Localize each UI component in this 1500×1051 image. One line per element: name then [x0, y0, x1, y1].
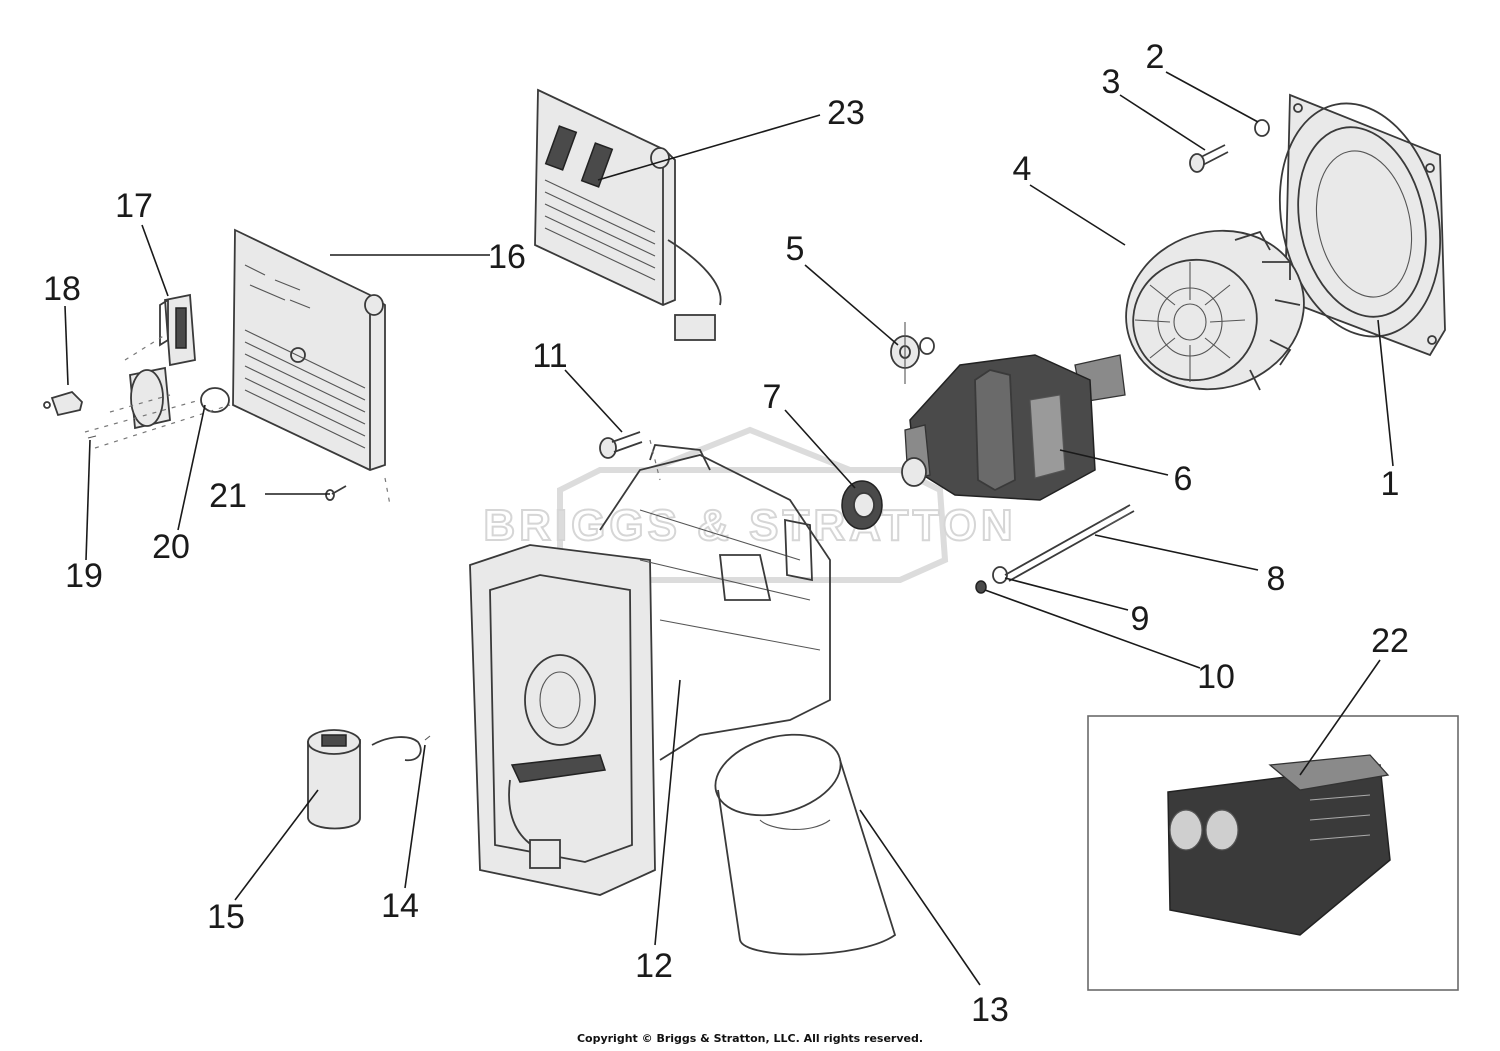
callout-11: 11	[532, 337, 567, 375]
part-7-bearing	[841, 480, 883, 530]
part-21-screw	[325, 485, 347, 501]
callout-23: 23	[827, 94, 865, 132]
part-19-screw	[87, 435, 97, 439]
part-9-washer	[992, 566, 1008, 584]
callout-10: 10	[1197, 658, 1235, 696]
callout-2: 2	[1146, 38, 1165, 76]
callout-14: 14	[381, 887, 419, 925]
copyright-notice: Copyright © Briggs & Stratton, LLC. All …	[576, 1032, 924, 1045]
part-17-outlet	[159, 293, 196, 367]
callout-9: 9	[1131, 600, 1150, 638]
callout-labels: 1 2 3 4 5 6 7 8 9 10 11 12 13 14 15 16 1…	[43, 38, 1409, 1029]
callout-8: 8	[1267, 560, 1286, 598]
callout-12: 12	[635, 947, 673, 985]
part-16-control-panel	[232, 228, 386, 471]
part-10-nut	[975, 580, 987, 594]
leader-lines	[64, 71, 1394, 986]
part-18-component	[43, 390, 83, 417]
part-4-fan	[1125, 229, 1305, 391]
watermark-text: BRIGGS & STRATTON	[483, 501, 1016, 550]
part-3-screw	[1189, 144, 1229, 173]
part-6-rotor	[901, 354, 1126, 501]
callout-18: 18	[43, 270, 81, 308]
part-14-clip	[371, 735, 431, 762]
callout-1: 1	[1381, 465, 1400, 503]
callout-22: 22	[1371, 622, 1409, 660]
part-13-band	[714, 733, 897, 956]
part-11-screw	[599, 431, 643, 459]
callout-5: 5	[786, 230, 805, 268]
callout-13: 13	[971, 991, 1009, 1029]
part-12-stator	[469, 444, 831, 896]
callout-3: 3	[1102, 63, 1121, 101]
callout-6: 6	[1174, 460, 1193, 498]
callout-15: 15	[207, 898, 245, 936]
callout-4: 4	[1013, 150, 1032, 188]
callout-19: 19	[65, 557, 103, 595]
part-2-washer	[1254, 119, 1270, 137]
part-23-panel	[534, 88, 722, 341]
part-8-through-bolt	[1004, 504, 1135, 582]
part-5-nut	[890, 322, 935, 384]
part-15-capacitor	[307, 729, 361, 830]
part-1-end-plate	[1278, 93, 1446, 357]
callout-7: 7	[763, 378, 782, 416]
callout-21: 21	[209, 477, 247, 515]
callout-16: 16	[488, 238, 526, 276]
callout-20: 20	[152, 528, 190, 566]
part-22-inset	[1087, 715, 1459, 991]
assembly-guides	[84, 334, 661, 506]
part-20-breaker	[129, 366, 230, 430]
callout-17: 17	[115, 187, 153, 225]
